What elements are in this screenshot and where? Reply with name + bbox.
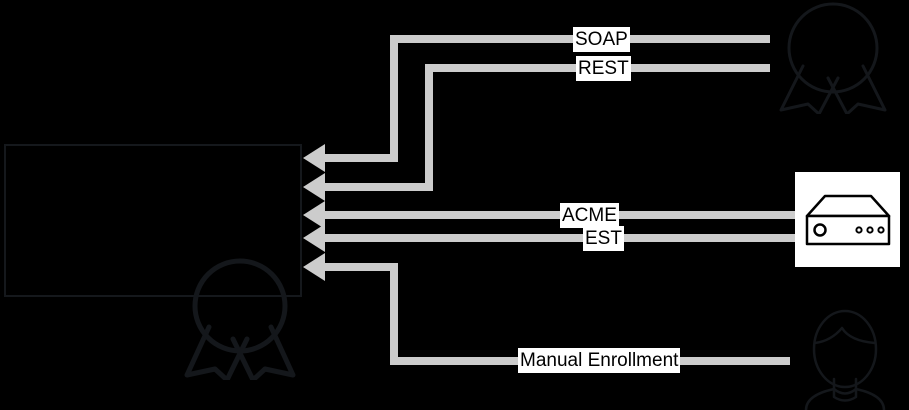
server-icon[interactable]	[795, 172, 900, 267]
edge-label-est: EST	[583, 226, 624, 251]
connector-soap-vertical	[390, 35, 398, 162]
connector-rest-entry	[325, 183, 433, 191]
arrowhead-soap	[303, 144, 325, 172]
edge-label-soap: SOAP	[573, 27, 630, 52]
arrowhead-manual	[303, 253, 325, 281]
connector-manual-vertical	[390, 263, 398, 363]
edge-label-rest: REST	[576, 56, 631, 81]
person-icon[interactable]	[790, 303, 900, 410]
connector-manual-entry	[325, 263, 398, 271]
connector-est	[325, 234, 795, 242]
arrowhead-acme	[303, 201, 325, 229]
certificate-authority-box[interactable]	[4, 144, 302, 297]
connector-rest-vertical	[425, 64, 433, 191]
arrowhead-est	[303, 224, 325, 252]
edge-label-manual: Manual Enrollment	[518, 348, 681, 373]
arrowhead-rest	[303, 173, 325, 201]
edge-label-acme: ACME	[560, 203, 619, 228]
certificate-badge-icon-top[interactable]	[772, 2, 894, 114]
certificate-badge-icon-ca	[175, 255, 305, 380]
connector-soap-entry	[325, 154, 398, 162]
